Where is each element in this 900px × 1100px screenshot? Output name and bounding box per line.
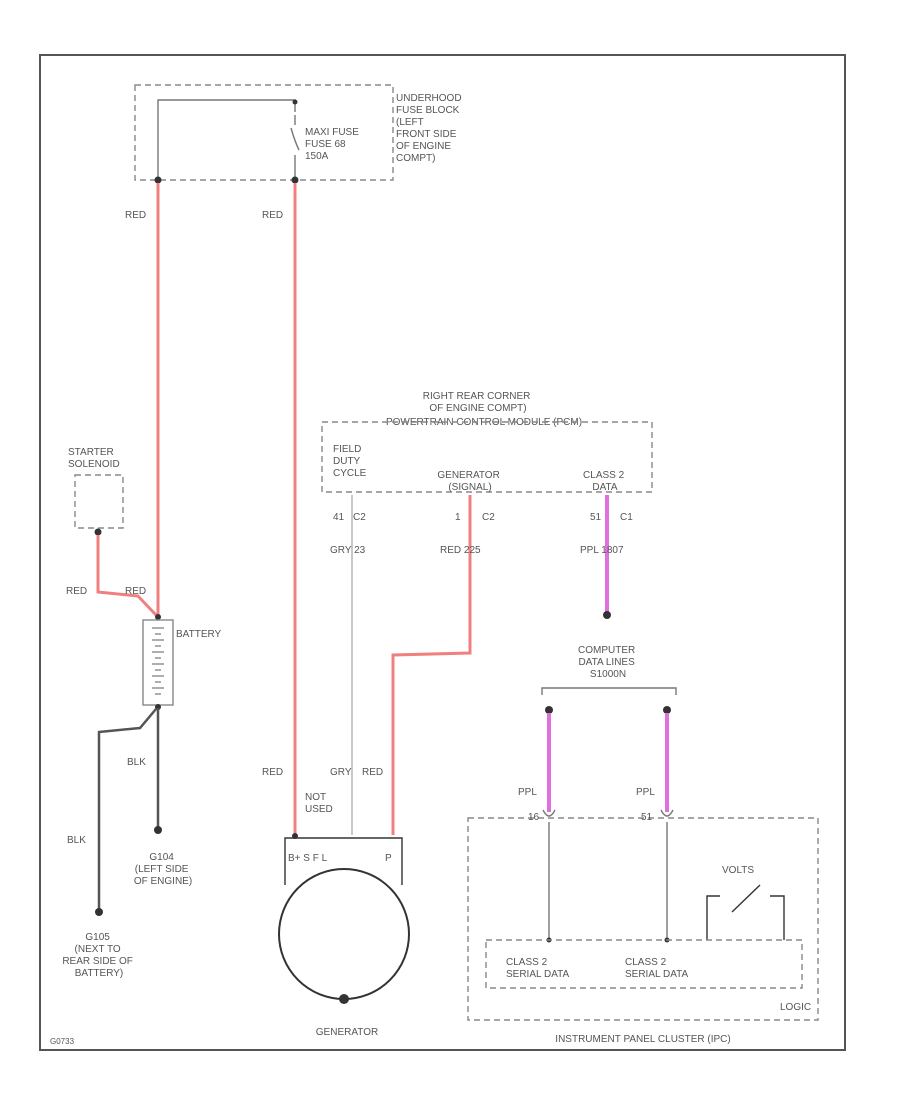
ipc-logic-box — [485, 939, 803, 989]
wire-label-blk-2: BLK — [67, 835, 86, 846]
splice-bracket — [541, 687, 677, 695]
starter-solenoid-label: STARTER SOLENOID — [68, 447, 120, 470]
pcm-location: RIGHT REAR CORNER OF ENGINE COMPT) — [423, 391, 533, 414]
generator-connector — [284, 837, 403, 885]
ipc-conn-right — [660, 809, 674, 817]
wire-red-starter — [96, 535, 158, 617]
generator-not-used: NOT USED — [305, 792, 333, 815]
wire-blk-g105 — [97, 708, 157, 910]
pcm-pin-number-51: 51 — [590, 512, 602, 523]
fuse-block-label: UNDERHOOD FUSE BLOCK (LEFT FRONT SIDE OF… — [396, 93, 464, 164]
ground-g104-label: G104 (LEFT SIDE OF ENGINE) — [134, 852, 192, 887]
wire-label-red-short: RED — [362, 767, 383, 778]
volts-gauge-switch — [706, 884, 785, 940]
generator-p-terminal: P — [385, 853, 392, 864]
ipc-title: INSTRUMENT PANEL CLUSTER (IPC) — [555, 1034, 730, 1045]
wire-label-red-1: RED — [125, 210, 146, 221]
wire-label-gry-23: GRY 23 — [330, 545, 366, 556]
battery-cells — [152, 627, 164, 695]
battery-box — [142, 619, 174, 706]
fuse-block-box — [134, 84, 394, 181]
ipc-pin-51: 51 — [641, 812, 653, 823]
pcm-conn-c1: C1 — [620, 512, 633, 523]
ipc-serial-data-right: CLASS 2 SERIAL DATA — [625, 957, 688, 980]
splice-left-node — [545, 706, 553, 714]
diagram-frame — [39, 54, 846, 1051]
ipc-volts-label: VOLTS — [722, 865, 754, 876]
pcm-pin-generator-label: GENERATOR (SIGNAL) — [437, 470, 502, 493]
fuse-block-terminal-left — [154, 176, 162, 184]
ground-g104 — [154, 826, 162, 834]
pcm-pin-class2-label: CLASS 2 DATA — [583, 470, 627, 493]
maxi-fuse-label: MAXI FUSE FUSE 68 150A — [305, 127, 362, 162]
wire-label-red-225: RED 225 — [440, 545, 481, 556]
wire-label-red-starter: RED — [66, 586, 87, 597]
battery-label: BATTERY — [176, 629, 222, 640]
generator-ground — [339, 994, 349, 1004]
splice-right-node — [663, 706, 671, 714]
pcm-pin-number-41: 41 — [333, 512, 345, 523]
ipc-logic-label: LOGIC — [780, 1002, 811, 1013]
wire-label-gry: GRY — [330, 767, 352, 778]
wire-label-red-2: RED — [262, 210, 283, 221]
wire-label-red-battery: RED — [125, 586, 146, 597]
diagram-code: G0733 — [50, 1037, 75, 1046]
wire-label-red-3: RED — [262, 767, 283, 778]
fuse-block-terminal-right — [291, 176, 299, 184]
wire-label-blk-1: BLK — [127, 757, 146, 768]
maxi-fuse-link — [290, 115, 300, 180]
ipc-serial-data-left: CLASS 2 SERIAL DATA — [506, 957, 569, 980]
pcm-conn-c2-b: C2 — [482, 512, 495, 523]
starter-terminal — [94, 528, 102, 536]
ipc-box — [467, 817, 819, 1021]
pcm-conn-c2-a: C2 — [353, 512, 366, 523]
pcm-pin-field-duty-label: FIELD DUTY CYCLE — [333, 444, 367, 479]
ipc-pin-16: 16 — [528, 812, 540, 823]
battery-positive-terminal — [155, 614, 161, 620]
generator-body — [278, 868, 410, 1000]
ground-g105 — [95, 908, 103, 916]
splice-label: COMPUTER DATA LINES S1000N — [578, 645, 638, 680]
pcm-pin-number-1: 1 — [455, 512, 461, 523]
fuse-block-bus — [157, 99, 296, 180]
wire-label-ppl-right: PPL — [636, 787, 655, 798]
ipc-conn-left — [542, 809, 556, 817]
wire-red-generator-signal — [391, 495, 472, 835]
pcm-box — [321, 421, 653, 493]
ppl-data-terminal — [603, 611, 611, 619]
starter-solenoid-box — [74, 474, 124, 529]
generator-terminals: B+ S F L — [288, 853, 328, 864]
ground-g105-label: G105 (NEXT TO REAR SIDE OF BATTERY) — [62, 932, 135, 979]
wire-label-ppl-1807: PPL 1807 — [580, 545, 624, 556]
generator-label: GENERATOR — [316, 1027, 378, 1038]
wire-label-ppl-left: PPL — [518, 787, 537, 798]
battery-negative-terminal — [155, 704, 161, 710]
